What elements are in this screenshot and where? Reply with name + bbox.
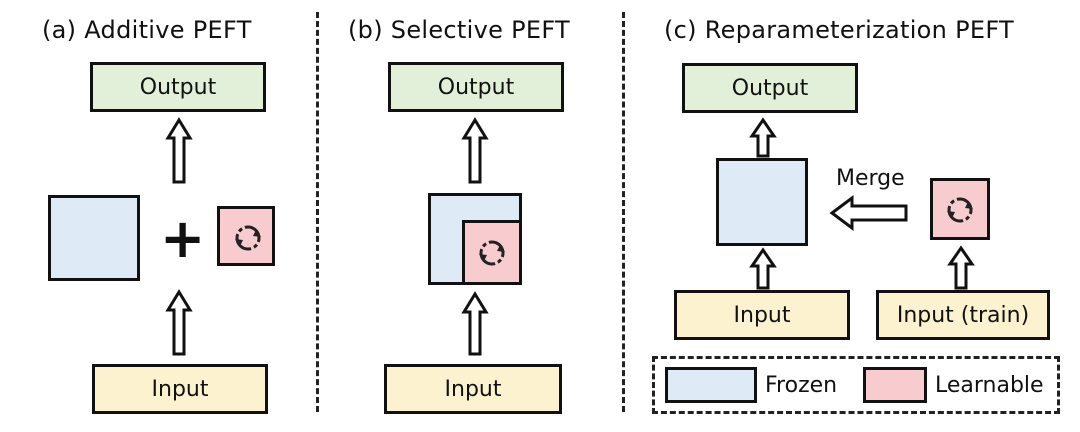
- panel-b-learnable-box: [462, 220, 522, 285]
- panel-a-learnable-box: [217, 206, 275, 266]
- panel-c-input-train-box: Input (train): [876, 290, 1050, 340]
- panel-c-input-box: Input: [674, 290, 850, 340]
- plus-sign: +: [160, 207, 206, 270]
- merge-label: Merge: [836, 166, 905, 191]
- legend-frozen-swatch: [665, 367, 757, 403]
- cycle-icon: [235, 225, 261, 251]
- legend-learnable-swatch: [863, 367, 927, 403]
- legend-frozen-label: Frozen: [765, 373, 838, 398]
- cycle-icon: [947, 197, 973, 223]
- divider-left: [316, 12, 319, 412]
- panel-a-output-box: Output: [90, 62, 266, 112]
- legend-learnable-label: Learnable: [935, 373, 1044, 398]
- legend: Frozen Learnable: [652, 356, 1060, 414]
- panel-c-learnable-box: [930, 178, 990, 240]
- panel-b-up-arrow-top-icon: [461, 117, 489, 184]
- panel-a-input-box: Input: [92, 364, 268, 414]
- panel-a-up-arrow-top-icon: [165, 117, 193, 184]
- panel-c-title: (c) Reparameterization PEFT: [664, 16, 1014, 44]
- panel-b-up-arrow-bottom-icon: [461, 291, 489, 356]
- cycle-icon: [479, 240, 505, 266]
- merge-left-arrow-icon: [829, 195, 908, 231]
- panel-a-title: (a) Additive PEFT: [42, 16, 252, 44]
- panel-a-up-arrow-bottom-icon: [165, 289, 193, 356]
- panel-b-input-box: Input: [384, 364, 562, 414]
- panel-c-train-up-arrow-icon: [947, 245, 975, 290]
- panel-c-output-box: Output: [682, 63, 858, 113]
- panel-c-up-arrow-top-icon: [749, 117, 777, 158]
- panel-c-up-arrow-bottom-icon: [749, 247, 777, 290]
- divider-right: [622, 12, 625, 412]
- panel-b-output-box: Output: [388, 62, 564, 112]
- panel-a-frozen-box: [48, 195, 140, 281]
- panel-b-title: (b) Selective PEFT: [348, 16, 570, 44]
- panel-c-frozen-box: [716, 158, 808, 246]
